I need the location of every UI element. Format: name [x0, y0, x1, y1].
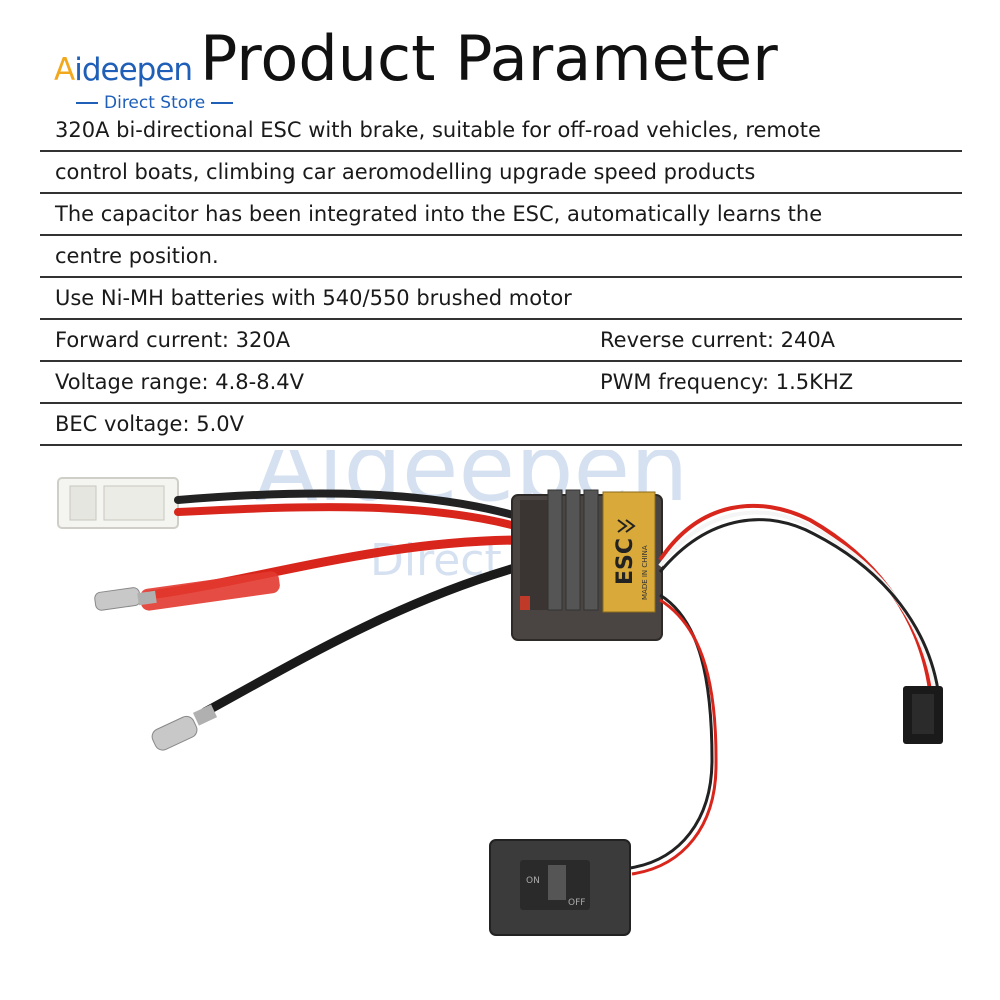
- param-forward-current: Forward current: 320A: [55, 328, 291, 352]
- motor-terminal-black: [151, 704, 218, 751]
- page-title: Product Parameter: [200, 22, 778, 95]
- battery-connector: [57, 477, 179, 529]
- motor-terminal-red: [94, 587, 157, 611]
- logo-subtitle: Direct Store: [76, 93, 286, 113]
- param-row: The capacitor has been integrated into t…: [40, 194, 962, 236]
- param-voltage-range: Voltage range: 4.8-8.4V: [55, 370, 304, 394]
- param-row: centre position.: [40, 236, 962, 278]
- brand-logo: Aideepen Direct Store: [54, 50, 284, 116]
- receiver-plug: [903, 686, 943, 744]
- param-row: 320A bi-directional ESC with brake, suit…: [40, 110, 962, 152]
- param-reverse-current: Reverse current: 240A: [600, 328, 836, 352]
- param-description: 320A bi-directional ESC with brake, suit…: [55, 118, 821, 142]
- param-row: Forward current: 320A Reverse current: 2…: [40, 320, 962, 362]
- esc-body: ESC MADE IN CHINA: [511, 489, 663, 641]
- parameter-table: 320A bi-directional ESC with brake, suit…: [40, 110, 962, 446]
- power-switch: ON OFF: [489, 839, 631, 936]
- esc-product-photo: Aideepen Direct Store ESC MADE IN CHI: [57, 450, 943, 936]
- logo-wordmark: Aideepen: [54, 52, 193, 88]
- param-capacitor: centre position.: [55, 244, 219, 268]
- svg-text:OFF: OFF: [568, 898, 585, 908]
- svg-text:ON: ON: [526, 876, 540, 886]
- param-capacitor: The capacitor has been integrated into t…: [55, 202, 823, 226]
- param-row: Voltage range: 4.8-8.4V PWM frequency: 1…: [40, 362, 962, 404]
- svg-text:ESC: ESC: [613, 538, 638, 585]
- param-description: control boats, climbing car aeromodellin…: [55, 160, 756, 184]
- param-row: control boats, climbing car aeromodellin…: [40, 152, 962, 194]
- param-battery: Use Ni-MH batteries with 540/550 brushed…: [55, 286, 572, 310]
- param-bec-voltage: BEC voltage: 5.0V: [55, 412, 244, 436]
- param-pwm-frequency: PWM frequency: 1.5KHZ: [600, 370, 854, 394]
- svg-text:MADE IN CHINA: MADE IN CHINA: [641, 545, 649, 600]
- param-row: BEC voltage: 5.0V: [40, 404, 962, 446]
- param-row: Use Ni-MH batteries with 540/550 brushed…: [40, 278, 962, 320]
